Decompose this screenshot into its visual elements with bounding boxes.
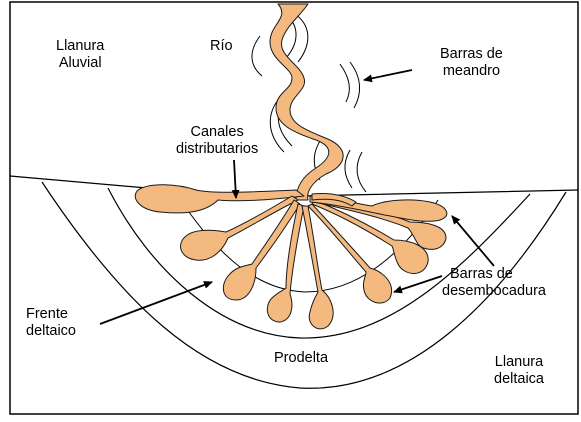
label-barras-desembocadura-line2: desembocadura — [442, 283, 546, 300]
label-barras-desembocadura-line1: Barras de — [442, 266, 546, 283]
label-prodelta-text: Prodelta — [274, 350, 328, 367]
arrow-barras-desembocadura-2 — [394, 276, 442, 292]
label-rio: Río — [210, 38, 233, 55]
label-llanura-aluvial-line2: Aluvial — [56, 55, 104, 72]
river-and-delta-sediment — [135, 4, 447, 329]
label-canales-line2: distributarios — [176, 141, 258, 158]
label-frente-deltaico-line1: Frente — [26, 306, 76, 323]
label-barras-desembocadura: Barras de desembocadura — [442, 266, 546, 300]
label-frente-deltaico: Frente deltaico — [26, 306, 76, 340]
label-llanura-aluvial: Llanura Aluvial — [56, 38, 104, 72]
label-llanura-deltaica-line1: Llanura — [494, 354, 544, 371]
label-barras-meandro-line1: Barras de — [440, 46, 503, 63]
label-prodelta: Prodelta — [274, 350, 328, 367]
label-llanura-deltaica: Llanura deltaica — [494, 354, 544, 388]
arrow-frente-deltaico — [100, 282, 212, 324]
label-llanura-aluvial-line1: Llanura — [56, 38, 104, 55]
meander-bar-arcs — [252, 12, 366, 192]
arrow-barras-meandro — [364, 70, 412, 80]
label-frente-deltaico-line2: deltaico — [26, 323, 76, 340]
label-llanura-deltaica-line2: deltaica — [494, 371, 544, 388]
label-rio-text: Río — [210, 38, 233, 55]
label-barras-meandro: Barras de meandro — [440, 46, 503, 80]
arrow-barras-desembocadura-1 — [452, 216, 494, 266]
label-barras-meandro-line2: meandro — [440, 63, 503, 80]
label-canales-line1: Canales — [176, 124, 258, 141]
label-canales-distributarios: Canales distributarios — [176, 124, 258, 158]
